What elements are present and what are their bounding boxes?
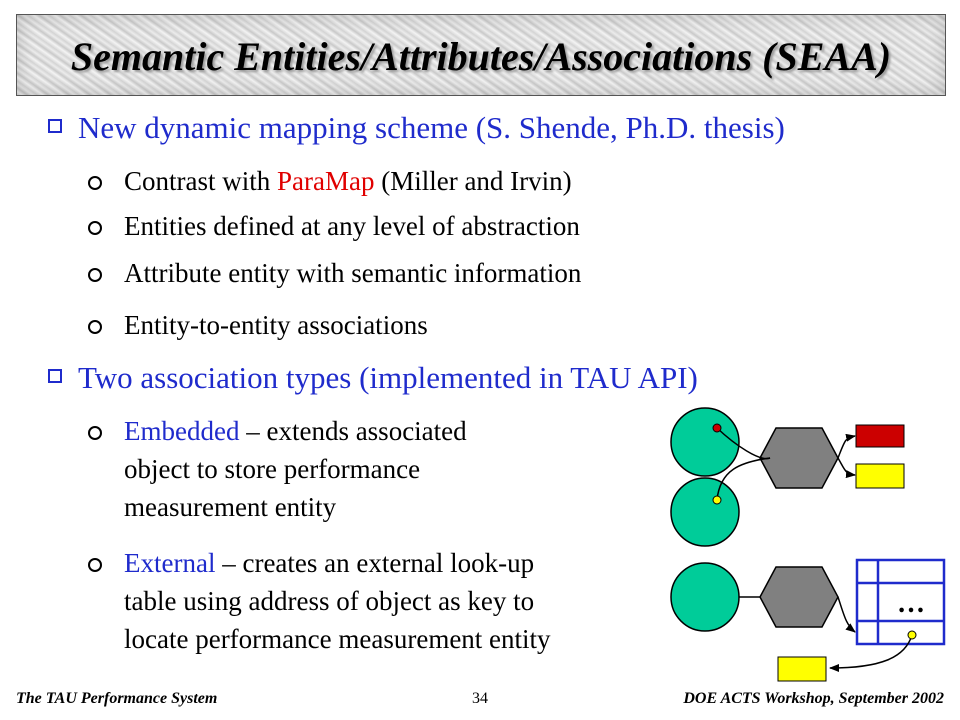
sub-bullet-external: External – creates an external look-up t…: [88, 548, 678, 658]
sub-bullet-text: – extends associated: [239, 416, 467, 446]
sub-bullet-text: Entity-to-entity associations: [124, 310, 428, 340]
footer-left: The TAU Performance System: [16, 690, 218, 707]
sub-bullet-text: Attribute entity with semantic informati…: [124, 258, 582, 288]
bullet-2: Two association types (implemented in TA…: [48, 360, 928, 396]
page-number: 34: [472, 690, 488, 707]
sub-bullet-embedded: Embedded – extends associated object to …: [88, 416, 608, 526]
square-bullet-icon: [48, 119, 62, 133]
arrow-to-table: [837, 596, 856, 633]
yellow-entity-box-external: [777, 656, 827, 682]
sub-bullet-text: table using address of object as key to: [124, 586, 535, 616]
bullet-1-text: New dynamic mapping scheme (S. Shende, P…: [78, 110, 785, 145]
paramap-highlight: ParaMap: [277, 166, 375, 196]
arrow-to-yellow-external: [829, 634, 913, 672]
hexagon-entity-external: [759, 566, 839, 628]
external-highlight: External: [124, 548, 216, 578]
hexagon-entity-embedded: [759, 427, 839, 489]
connector-curve: [716, 457, 771, 501]
arrow-to-yellow: [837, 457, 856, 479]
slide-title: Semantic Entities/Attributes/Association…: [70, 34, 892, 79]
sub-bullet-paramap: Contrast with ParaMap (Miller and Irvin): [88, 166, 788, 198]
lookup-table: [855, 558, 946, 646]
footer-right: DOE ACTS Workshop, September 2002: [683, 690, 944, 707]
bullet-1: New dynamic mapping scheme (S. Shende, P…: [48, 110, 928, 146]
object-circle-bottom: [670, 477, 740, 547]
embedded-highlight: Embedded: [124, 416, 240, 446]
square-bullet-icon: [48, 369, 62, 383]
red-entity-box: [855, 424, 905, 448]
red-dot: [712, 423, 722, 433]
yellow-dot: [907, 630, 917, 640]
circle-bullet-icon: [88, 268, 102, 282]
sub-bullet-associations: Entity-to-entity associations: [88, 310, 788, 342]
sub-bullet-abstraction: Entities defined at any level of abstrac…: [88, 211, 788, 243]
yellow-dot: [712, 495, 722, 505]
circle-bullet-icon: [88, 320, 102, 334]
bullet-2-text: Two association types (implemented in TA…: [78, 360, 698, 395]
sub-bullet-text: object to store performance: [124, 454, 421, 484]
circle-bullet-icon: [88, 426, 102, 440]
circle-bullet-icon: [88, 176, 102, 190]
sub-bullet-attribute: Attribute entity with semantic informati…: [88, 258, 788, 290]
sub-bullet-text: measurement entity: [124, 492, 337, 522]
object-circle-top: [670, 407, 740, 477]
circle-bullet-icon: [88, 558, 102, 572]
sub-bullet-text: (Miller and Irvin): [374, 166, 572, 196]
arrow-to-red: [837, 433, 856, 459]
yellow-entity-box: [855, 463, 905, 489]
sub-bullet-text: Contrast with: [124, 166, 277, 196]
sub-bullet-text: Entities defined at any level of abstrac…: [124, 211, 580, 241]
object-circle-external: [670, 562, 740, 632]
sub-bullet-text: – creates an external look-up: [215, 548, 535, 578]
title-bar: Semantic Entities/Attributes/Association…: [16, 14, 946, 96]
circle-bullet-icon: [88, 221, 102, 235]
table-ellipsis: …: [897, 588, 925, 619]
sub-bullet-text: locate performance measurement entity: [124, 624, 551, 654]
